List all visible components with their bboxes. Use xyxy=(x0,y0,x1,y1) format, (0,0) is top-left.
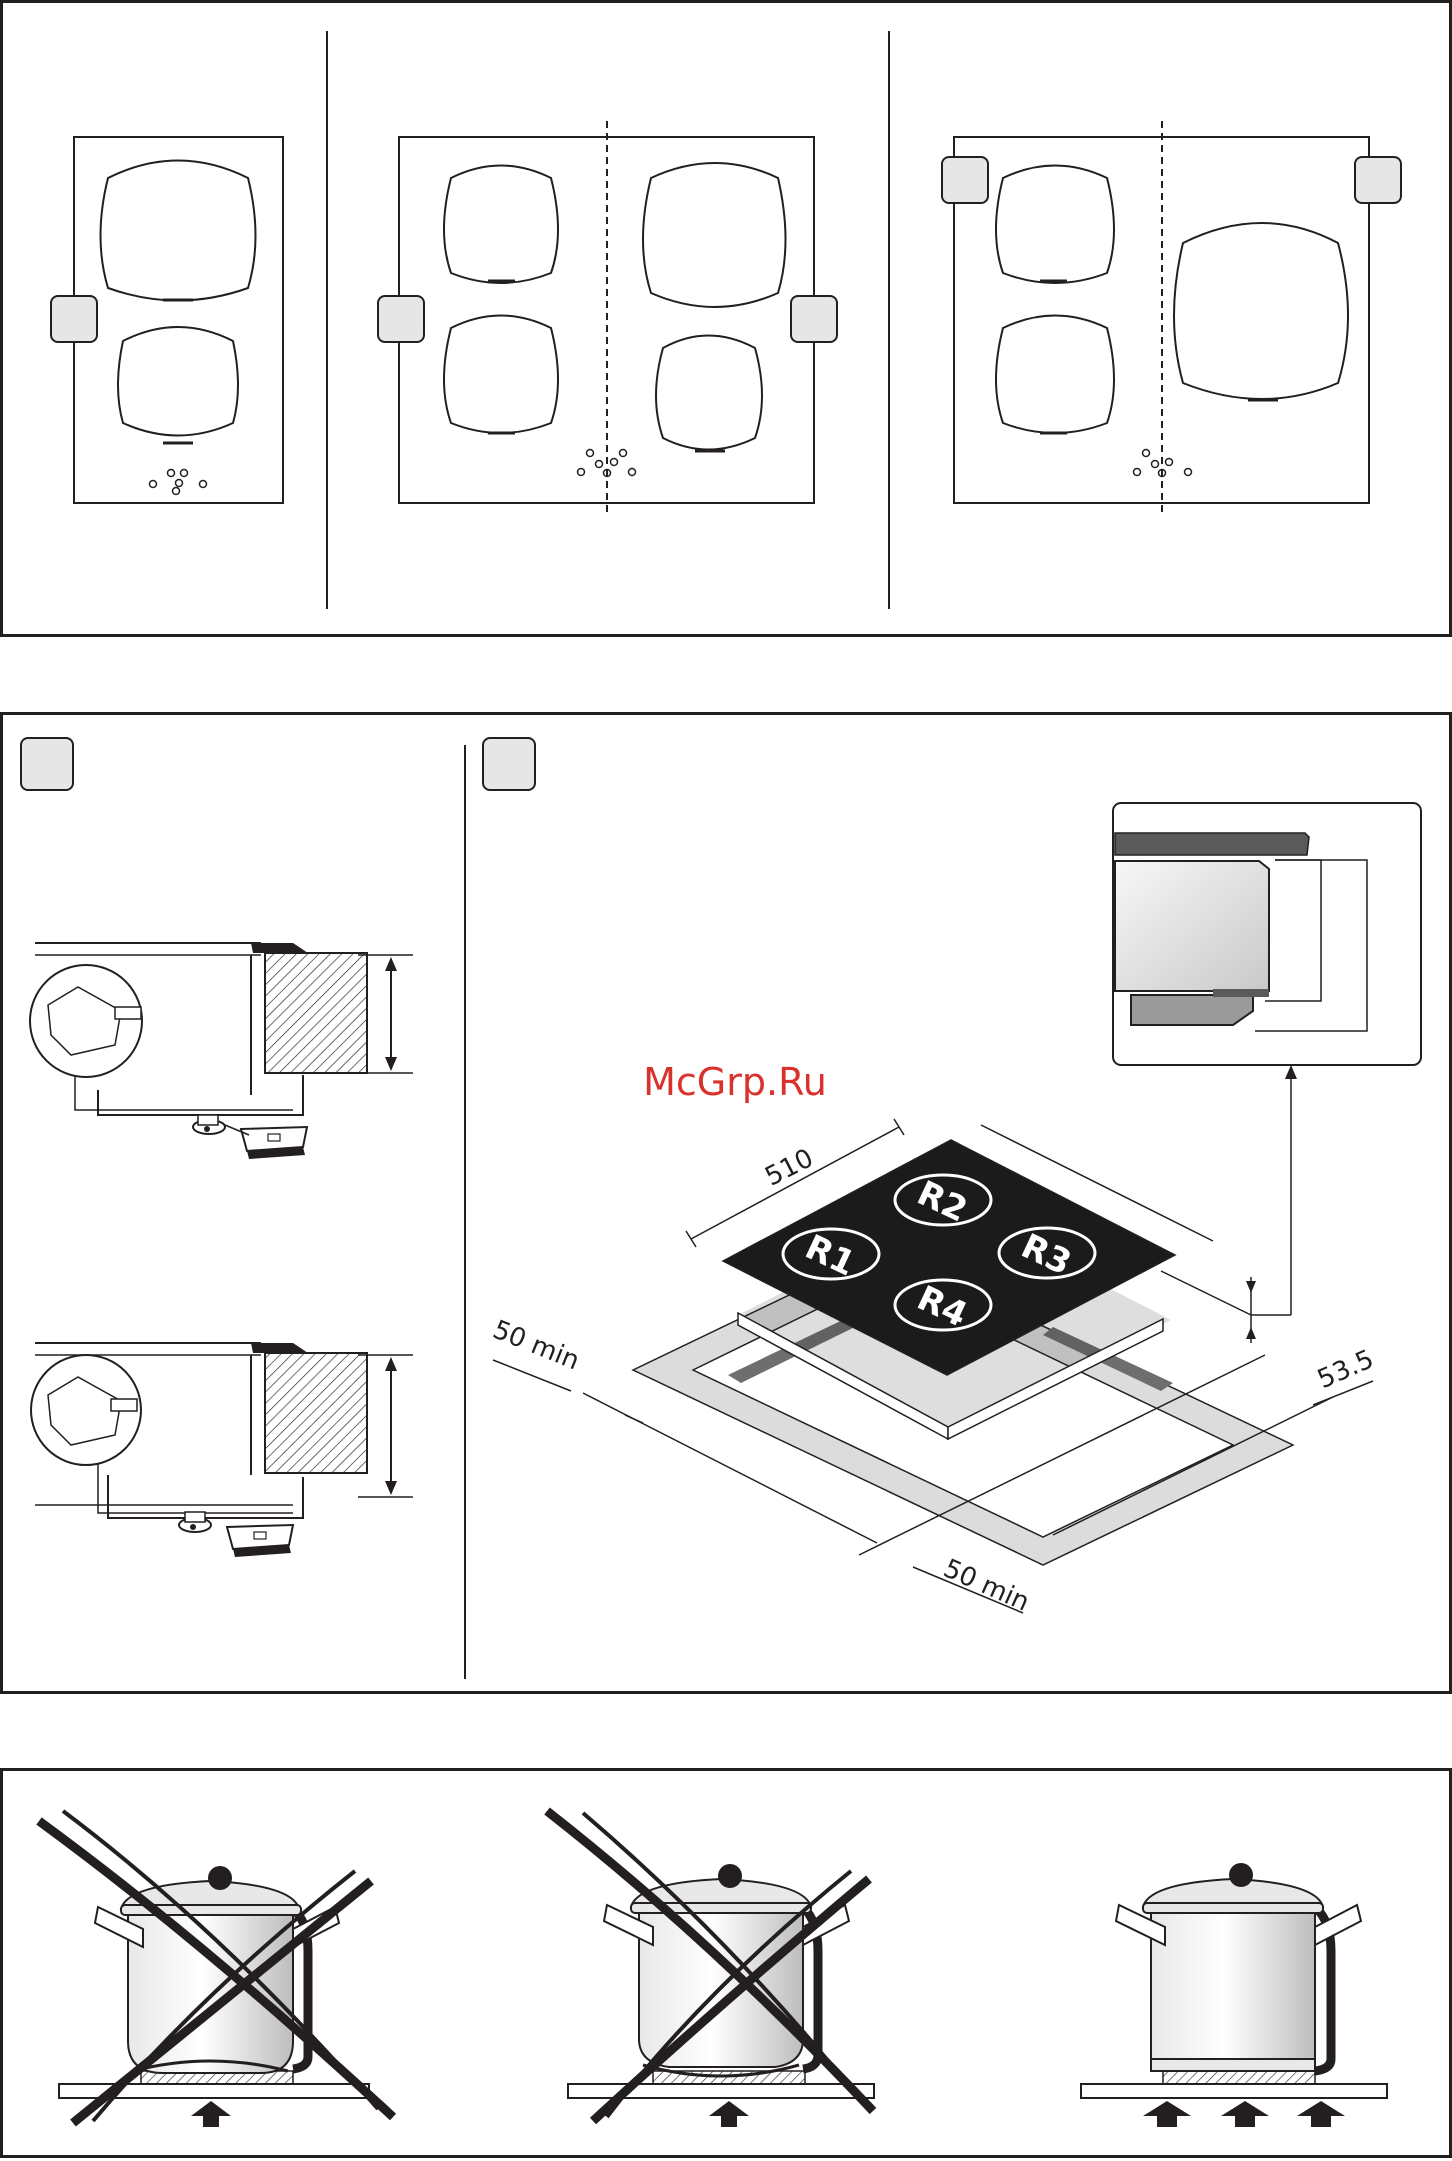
watermark-text: McGrp.Ru xyxy=(643,1060,827,1104)
callout-badge-icon xyxy=(51,296,97,342)
bracket-detail-bottom xyxy=(31,1343,413,1557)
layout-four-zone xyxy=(378,121,837,515)
edge-detail-inset xyxy=(1113,803,1421,1315)
bracket-detail-top xyxy=(30,943,413,1159)
installation-diagram: R1 R2 R3 R4 510 50 min 50 min xyxy=(3,715,1452,1697)
pot-icon xyxy=(59,1866,369,2127)
layout-panel xyxy=(0,0,1452,637)
layout-diagram xyxy=(3,3,1452,640)
cookware-diagram xyxy=(3,1771,1452,2161)
arrow-up-icon xyxy=(1297,2101,1345,2127)
arrow-up-icon xyxy=(1221,2101,1269,2127)
pot-icon xyxy=(568,1864,874,2127)
arrow-up-icon xyxy=(1143,2101,1191,2127)
bracket-icon xyxy=(193,1115,307,1159)
pot-icon xyxy=(1081,1863,1387,2127)
cookware-panel xyxy=(0,1768,1452,2158)
cutout-diagram: R1 R2 R3 R4 510 50 min 50 min xyxy=(488,1060,1378,1618)
layout-three-zone xyxy=(942,121,1401,515)
dimension-gap-left: 50 min xyxy=(488,1315,583,1377)
callout-badge-icon xyxy=(483,738,535,790)
dimension-depth: 53.5 xyxy=(1313,1344,1378,1395)
callout-badge-icon xyxy=(21,738,73,790)
installation-panel: R1 R2 R3 R4 510 50 min 50 min xyxy=(0,712,1452,1694)
callout-badge-icon xyxy=(791,296,837,342)
callout-badge-icon xyxy=(378,296,424,342)
dimension-gap-front: 50 min xyxy=(939,1554,1034,1618)
callout-badge-icon xyxy=(1355,157,1401,203)
layout-two-zone xyxy=(51,137,283,503)
dimension-width: 510 xyxy=(760,1143,818,1192)
callout-badge-icon xyxy=(942,157,988,203)
